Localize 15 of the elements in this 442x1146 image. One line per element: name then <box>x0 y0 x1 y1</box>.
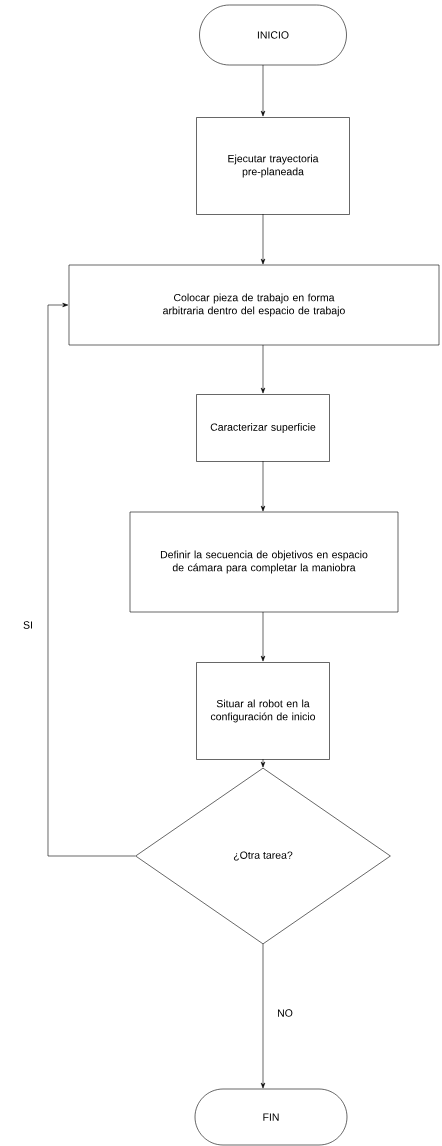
arrow <box>47 302 136 857</box>
edge-label: NO <box>276 1008 294 1018</box>
arrow <box>260 344 266 394</box>
process-box: Colocar pieza de trabajo en forma arbitraria dentro del espacio de trabajo <box>68 264 440 346</box>
arrow <box>260 460 266 512</box>
arrow <box>260 64 266 117</box>
arrow <box>260 213 266 265</box>
process-box: Definir la secuencia de objetivos en espacio de cámara para completar la maniobra <box>129 511 399 613</box>
process-box: Ejecutar trayectoria pre-planeada <box>196 117 350 215</box>
arrow <box>260 943 266 1089</box>
edge-label: SI <box>22 620 34 630</box>
arrow <box>260 611 266 662</box>
process-box: Caracterizar superficie <box>196 394 330 462</box>
arrow <box>260 758 266 768</box>
process-box: Situar al robot en la configuración de inicio <box>196 662 330 760</box>
